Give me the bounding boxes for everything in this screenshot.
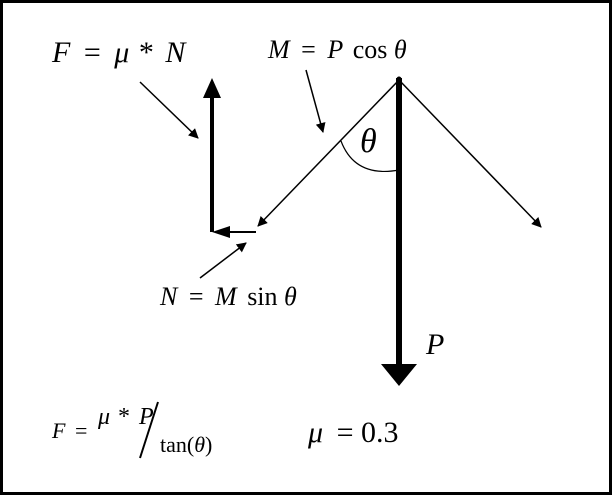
moment-cos: cos [353, 35, 388, 64]
friction-force-arrowhead [203, 78, 221, 98]
result-tan: tan( [160, 432, 194, 457]
moment-equation-label: M = P cos θ [267, 35, 407, 64]
angle-label: θ [360, 123, 377, 160]
normal-sin: sin [247, 282, 277, 311]
friction-equation-label: F = μ * N [51, 36, 187, 69]
friction-mu: μ [113, 36, 129, 69]
result-numerator: μ * P [97, 404, 154, 430]
result-var: F [51, 418, 66, 443]
result-lhs: F = [51, 418, 87, 443]
moment-eq: = [301, 35, 316, 64]
result-fraction-slash [139, 401, 159, 459]
moment-theta: θ [394, 35, 407, 64]
moment-pointer-arrow [305, 69, 326, 133]
friction-pointer-arrow [139, 81, 199, 139]
load-arrowhead [381, 364, 417, 386]
friction-eq: = [84, 36, 101, 69]
normal-equation-label: N = M sin θ [159, 282, 297, 311]
normal-force-arrowhead [212, 226, 230, 238]
result-mu: μ [97, 404, 110, 430]
pivot-point [396, 76, 402, 82]
moment-var: M [267, 35, 291, 64]
load-label: P [425, 328, 444, 361]
result-eq: = [75, 418, 87, 443]
normal-var: N [159, 282, 179, 311]
moment-p: P [326, 35, 343, 64]
coefficient-label: μ = 0.3 [307, 416, 398, 449]
normal-pointer-arrow [199, 242, 247, 279]
friction-var: F [51, 36, 71, 69]
normal-m: M [214, 282, 238, 311]
result-theta: θ [194, 432, 205, 457]
result-star: * [118, 404, 130, 430]
angle-arc [340, 140, 400, 172]
result-close: ) [205, 432, 212, 457]
coefficient-mu: μ [307, 416, 323, 449]
normal-theta: θ [284, 282, 297, 311]
result-p: P [138, 404, 154, 430]
right-component-vector [398, 79, 542, 228]
moment-component-vector [257, 79, 400, 227]
normal-eq: = [189, 282, 204, 311]
coefficient-value: = 0.3 [337, 416, 399, 449]
friction-normal: N [164, 36, 187, 69]
result-denominator: tan(θ) [160, 432, 212, 457]
friction-star: * [139, 36, 154, 69]
